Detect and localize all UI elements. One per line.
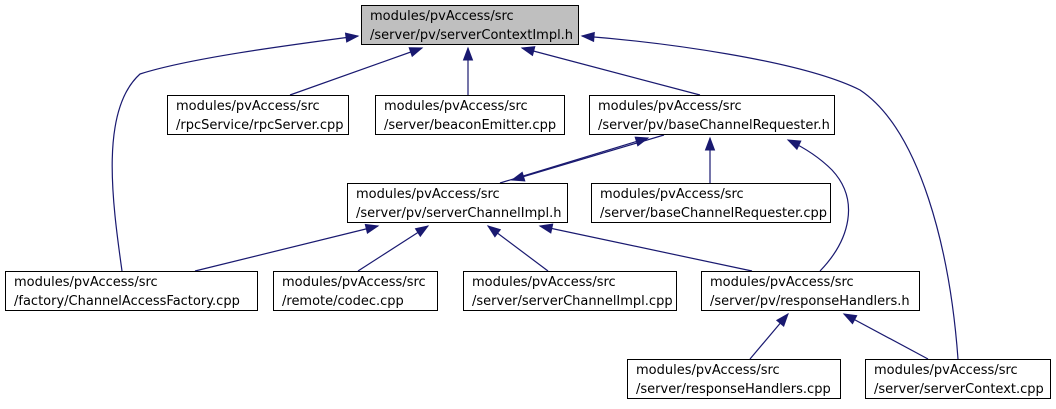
node-line1: modules/pvAccess/src — [598, 99, 742, 114]
node-line1: modules/pvAccess/src — [14, 275, 158, 290]
node-line2: /server/baseChannelRequester.cpp — [600, 206, 828, 221]
arrowhead-factory-sciH — [364, 223, 380, 235]
edge-rpcServer-root — [289, 47, 423, 96]
node-line1: modules/pvAccess/src — [710, 275, 854, 290]
arrowhead-rpcServer-root — [408, 47, 424, 58]
node-base-channel-requester-h[interactable]: modules/pvAccess/src /server/pv/baseChan… — [589, 95, 835, 135]
node-response-handlers-cpp[interactable]: modules/pvAccess/src /server/responseHan… — [627, 359, 841, 399]
arrowhead-bcrH-root — [520, 46, 536, 57]
arrowhead-scCpp-rhH — [842, 313, 858, 325]
arrowhead-factory-root — [344, 32, 360, 43]
edge-sciCpp-sciH — [487, 225, 549, 272]
node-line2: /server/beaconEmitter.cpp — [384, 118, 557, 133]
node-response-handlers-h[interactable]: modules/pvAccess/src /server/pv/response… — [701, 271, 920, 311]
node-line1: modules/pvAccess/src — [384, 99, 528, 114]
node-channel-access-factory-cpp[interactable]: modules/pvAccess/src /factory/ChannelAcc… — [5, 271, 258, 311]
node-line2: /server/pv/baseChannelRequester.h — [598, 118, 830, 133]
node-line1: modules/pvAccess/src — [370, 9, 514, 24]
edge-bcrH-root — [521, 47, 701, 96]
edge-bcrH-sciH — [511, 134, 665, 181]
node-codec-cpp[interactable]: modules/pvAccess/src /remote/codec.cpp — [273, 271, 438, 311]
node-base-channel-requester-cpp[interactable]: modules/pvAccess/src /server/baseChannel… — [591, 183, 831, 223]
arrowhead-scCpp-root — [580, 31, 595, 43]
node-line1: modules/pvAccess/src — [636, 363, 780, 378]
arrowhead-rhCpp-rhH — [775, 312, 789, 327]
node-line2: /server/serverChannelImpl.cpp — [472, 294, 673, 309]
node-server-context-cpp[interactable]: modules/pvAccess/src /server/serverConte… — [865, 359, 1051, 399]
node-rpc-server-cpp[interactable]: modules/pvAccess/src /rpcService/rpcServ… — [167, 95, 349, 135]
node-line1: modules/pvAccess/src — [600, 187, 744, 202]
node-line2: /server/responseHandlers.cpp — [636, 382, 831, 397]
edge-factory-sciH — [194, 225, 379, 272]
arrowhead-codec-sciH — [414, 225, 430, 238]
edge-scCpp-root — [581, 35, 959, 360]
arrowhead-rhH-bcrH — [786, 139, 802, 151]
arrowhead-rhH-sciH — [538, 223, 554, 234]
edge-rhH-sciH — [539, 225, 753, 272]
node-line1: modules/pvAccess/src — [874, 363, 1018, 378]
edge-codec-sciH — [357, 225, 429, 272]
arrowhead-beacon-root — [462, 46, 474, 61]
node-line1: modules/pvAccess/src — [472, 275, 616, 290]
edge-factory-root — [111, 35, 359, 272]
node-server-channel-impl-cpp[interactable]: modules/pvAccess/src /server/serverChann… — [463, 271, 677, 311]
node-line2: /rpcService/rpcServer.cpp — [176, 118, 344, 133]
edge-sciH-bcrH — [499, 137, 649, 184]
arrowhead-bcrCpp-bcrH — [704, 136, 716, 151]
node-server-channel-impl-h[interactable]: modules/pvAccess/src /server/pv/serverCh… — [347, 183, 568, 223]
arrowhead-sciCpp-sciH — [486, 225, 502, 238]
node-line2: /server/pv/responseHandlers.h — [710, 294, 910, 309]
arrowhead-bcrH-sciH — [510, 171, 526, 182]
node-line2: /server/pv/serverContextImpl.h — [370, 28, 574, 43]
node-line2: /server/serverContext.cpp — [874, 382, 1044, 397]
node-line1: modules/pvAccess/src — [356, 187, 500, 202]
node-beacon-emitter-cpp[interactable]: modules/pvAccess/src /server/beaconEmitt… — [375, 95, 565, 135]
node-line2: /factory/ChannelAccessFactory.cpp — [14, 294, 240, 309]
edge-layer — [111, 31, 959, 360]
node-server-context-impl-h[interactable]: modules/pvAccess/src /server/pv/serverCo… — [361, 5, 579, 45]
edge-scCpp-rhH — [843, 313, 929, 360]
node-line2: /remote/codec.cpp — [282, 294, 404, 309]
node-line1: modules/pvAccess/src — [176, 99, 320, 114]
edge-rhH-bcrH — [787, 139, 850, 272]
node-line2: /server/pv/serverChannelImpl.h — [356, 206, 562, 221]
node-line1: modules/pvAccess/src — [282, 275, 426, 290]
